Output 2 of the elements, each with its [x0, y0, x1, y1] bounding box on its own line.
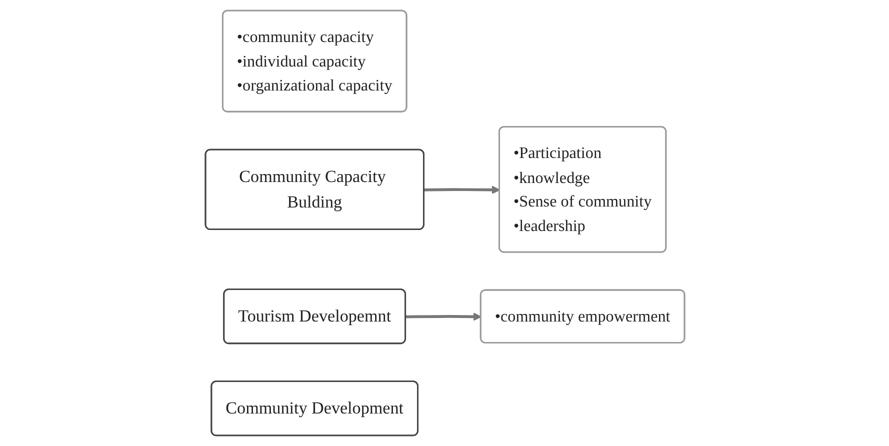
- arrow: [405, 312, 481, 321]
- arrow: [424, 186, 500, 194]
